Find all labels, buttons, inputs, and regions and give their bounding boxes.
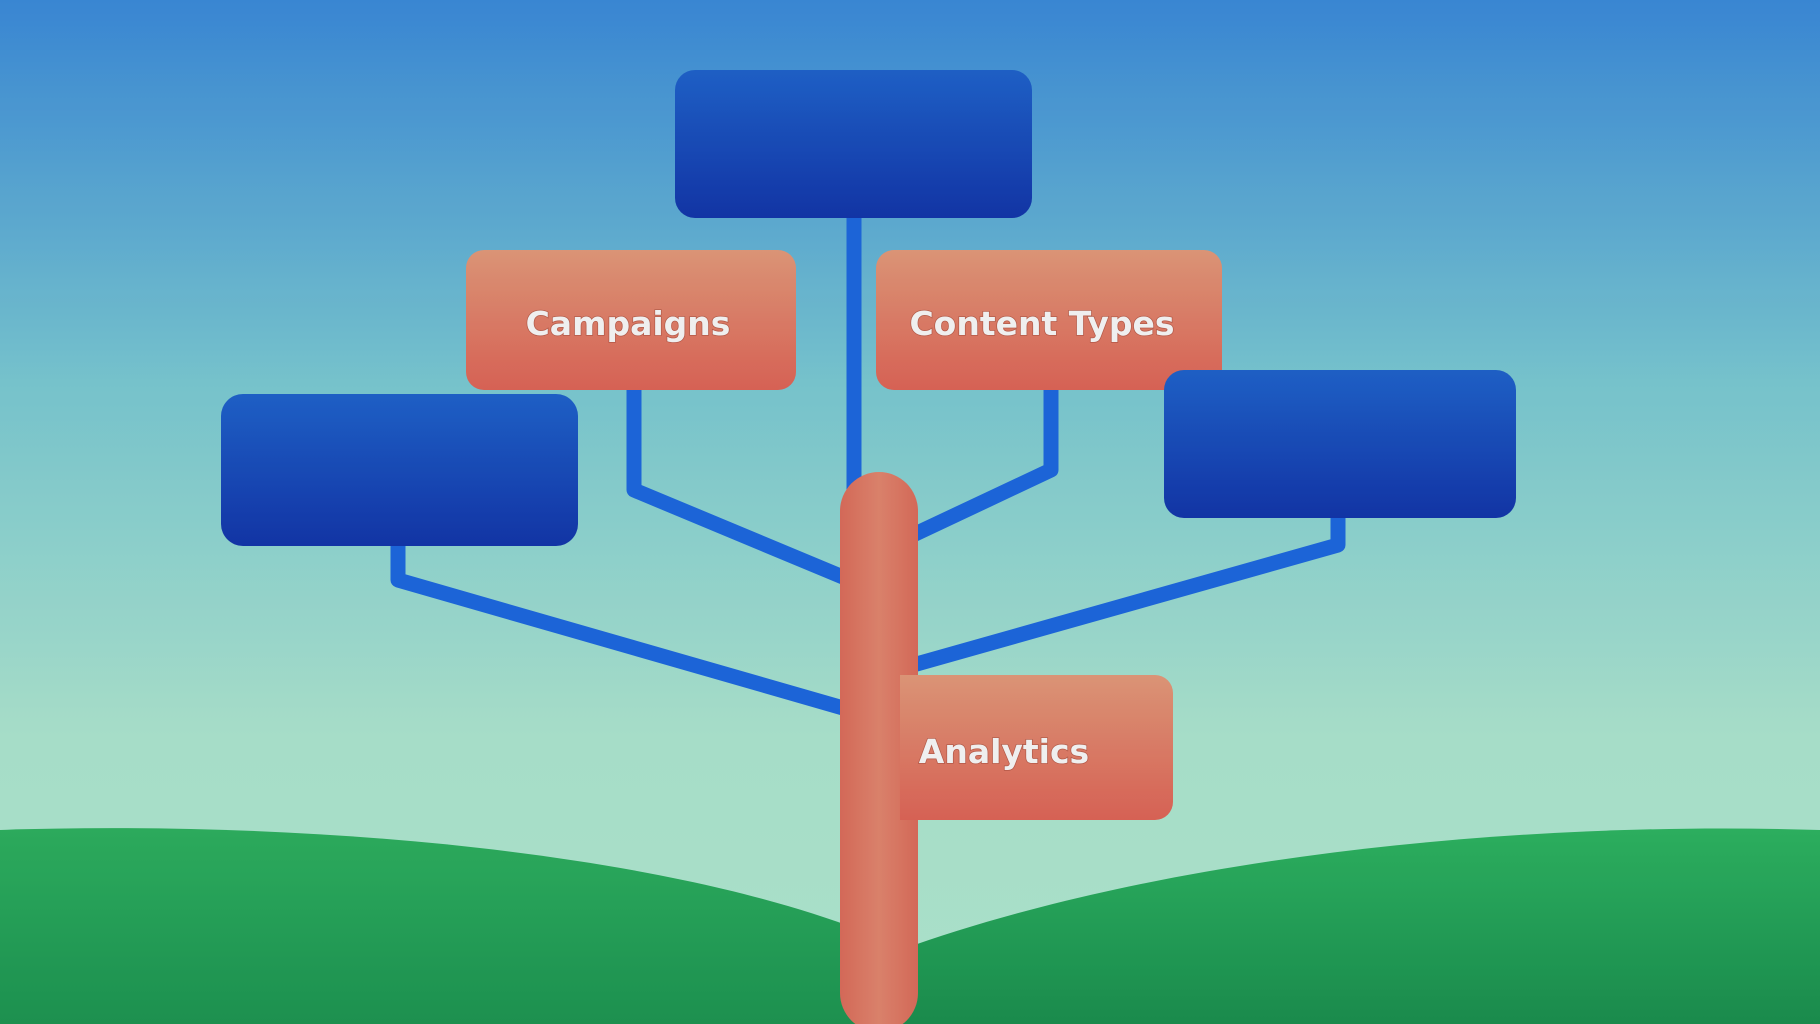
- grain-overlay: [0, 0, 1820, 1024]
- diagram-scene: Campaigns Content Types Analytics: [0, 0, 1820, 1024]
